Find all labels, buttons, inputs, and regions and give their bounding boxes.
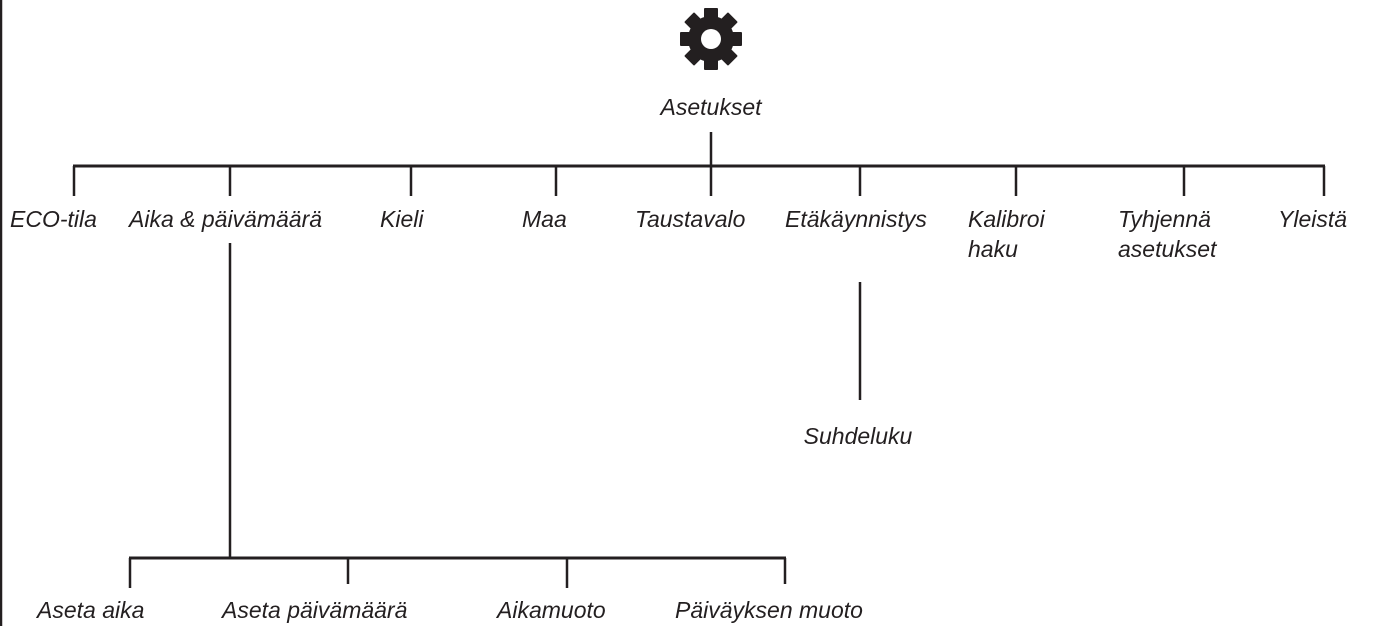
branch-calibrate-search-line2: haku xyxy=(968,236,1018,262)
time-date-connectors xyxy=(128,243,787,588)
child-time-format: Aikamuoto xyxy=(495,597,606,623)
branch-remote-start: Etäkäynnistys xyxy=(785,206,927,232)
child-date-format: Päiväyksen muoto xyxy=(675,597,863,623)
gear-icon xyxy=(680,8,742,70)
child-set-time: Aseta aika xyxy=(35,597,144,623)
branch-eco-mode: ECO-tila xyxy=(10,206,97,232)
child-set-date: Aseta päivämäärä xyxy=(220,597,408,623)
branch-clear-settings-line2: asetukset xyxy=(1118,236,1218,262)
root-label: Asetukset xyxy=(659,94,764,120)
root-connectors xyxy=(72,132,1326,196)
branch-country: Maa xyxy=(522,206,567,232)
branch-clear-settings-line1: Tyhjennä xyxy=(1118,206,1211,232)
branch-general: Yleistä xyxy=(1278,206,1347,232)
child-ratio: Suhdeluku xyxy=(804,423,913,449)
branch-time-date: Aika & päivämäärä xyxy=(127,206,322,232)
branch-calibrate-search-line1: Kalibroi xyxy=(968,206,1046,232)
branch-backlight: Taustavalo xyxy=(635,206,746,232)
branch-language: Kieli xyxy=(380,206,424,232)
